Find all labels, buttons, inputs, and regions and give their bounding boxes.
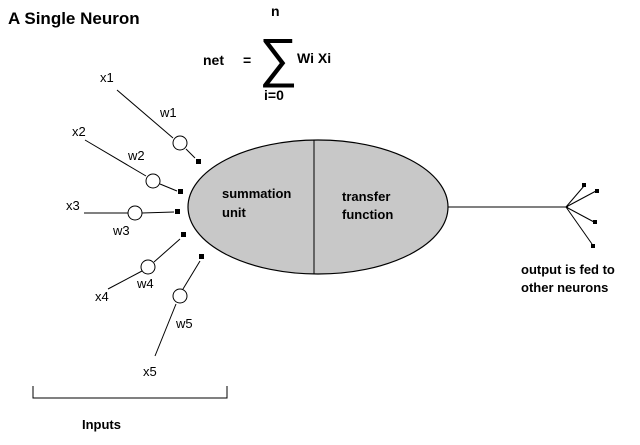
output-branch-4 [565, 206, 593, 245]
output-branch-1 [565, 190, 597, 208]
weight-3-node [127, 205, 143, 221]
output-caption-line1: output is fed to [521, 262, 615, 277]
input-4: x4 w4 [95, 232, 186, 304]
summation-unit-label-line2: unit [222, 205, 246, 220]
equation-lhs: net [203, 52, 224, 68]
output-connection: output is fed to other neurons [448, 183, 615, 295]
summation-unit-label-line1: summation [222, 186, 291, 201]
equation-equals: = [243, 52, 251, 68]
inputs-bracket-line [32, 386, 228, 399]
output-terminal-2 [595, 189, 599, 193]
input-3-terminal [175, 209, 180, 214]
input-2-terminal [178, 189, 183, 194]
weight-2-label: w2 [127, 148, 145, 163]
input-3-line-right [141, 211, 175, 214]
input-4-label: x4 [95, 289, 109, 304]
weight-1-node [172, 135, 188, 151]
weight-2-node [145, 173, 161, 189]
output-branch-3 [565, 206, 595, 223]
neuron-body: summation unit transfer function [187, 139, 449, 275]
input-4-line-upper [153, 238, 181, 263]
output-caption-line2: other neurons [521, 280, 608, 295]
transfer-function-label-line1: transfer [342, 189, 390, 204]
input-5-line-lower [154, 303, 177, 357]
output-branch-2 [565, 185, 585, 208]
input-2-line-upper [84, 139, 147, 177]
sigma-symbol: ∑ [259, 28, 298, 88]
output-terminal-4 [591, 244, 595, 248]
input-2: x2 w2 [72, 124, 183, 194]
input-1-terminal [196, 159, 201, 164]
input-5-line-upper [182, 260, 201, 290]
input-2-label: x2 [72, 124, 86, 139]
output-terminal-1 [582, 183, 586, 187]
weight-1-label: w1 [159, 105, 177, 120]
input-3: x3 w3 [66, 198, 180, 238]
net-equation: net = n ∑ i=0 Wi Xi [203, 3, 331, 103]
input-4-line-lower [107, 270, 143, 290]
input-1-label: x1 [100, 70, 114, 85]
input-5-terminal [199, 254, 204, 259]
output-terminal-3 [593, 220, 597, 224]
inputs-bracket: Inputs [32, 386, 228, 432]
diagram-title: A Single Neuron [8, 9, 140, 28]
weight-5-node [172, 288, 188, 304]
weight-3-label: w3 [112, 223, 130, 238]
input-3-label: x3 [66, 198, 80, 213]
input-5-label: x5 [143, 364, 157, 379]
input-1-line-lower [185, 148, 196, 159]
input-4-terminal [181, 232, 186, 237]
equation-term: Wi Xi [297, 50, 331, 66]
input-5: x5 w5 [143, 254, 204, 379]
weight-5-label: w5 [175, 316, 193, 331]
weight-4-node [140, 259, 156, 275]
sum-lower-limit: i=0 [264, 87, 284, 103]
weight-4-label: w4 [136, 276, 154, 291]
inputs-label: Inputs [82, 417, 121, 432]
transfer-function-label-line2: function [342, 207, 393, 222]
sum-upper-limit: n [271, 3, 280, 19]
input-1-line-upper [116, 89, 174, 139]
input-1: x1 w1 [100, 70, 201, 164]
input-2-line-lower [159, 183, 178, 192]
